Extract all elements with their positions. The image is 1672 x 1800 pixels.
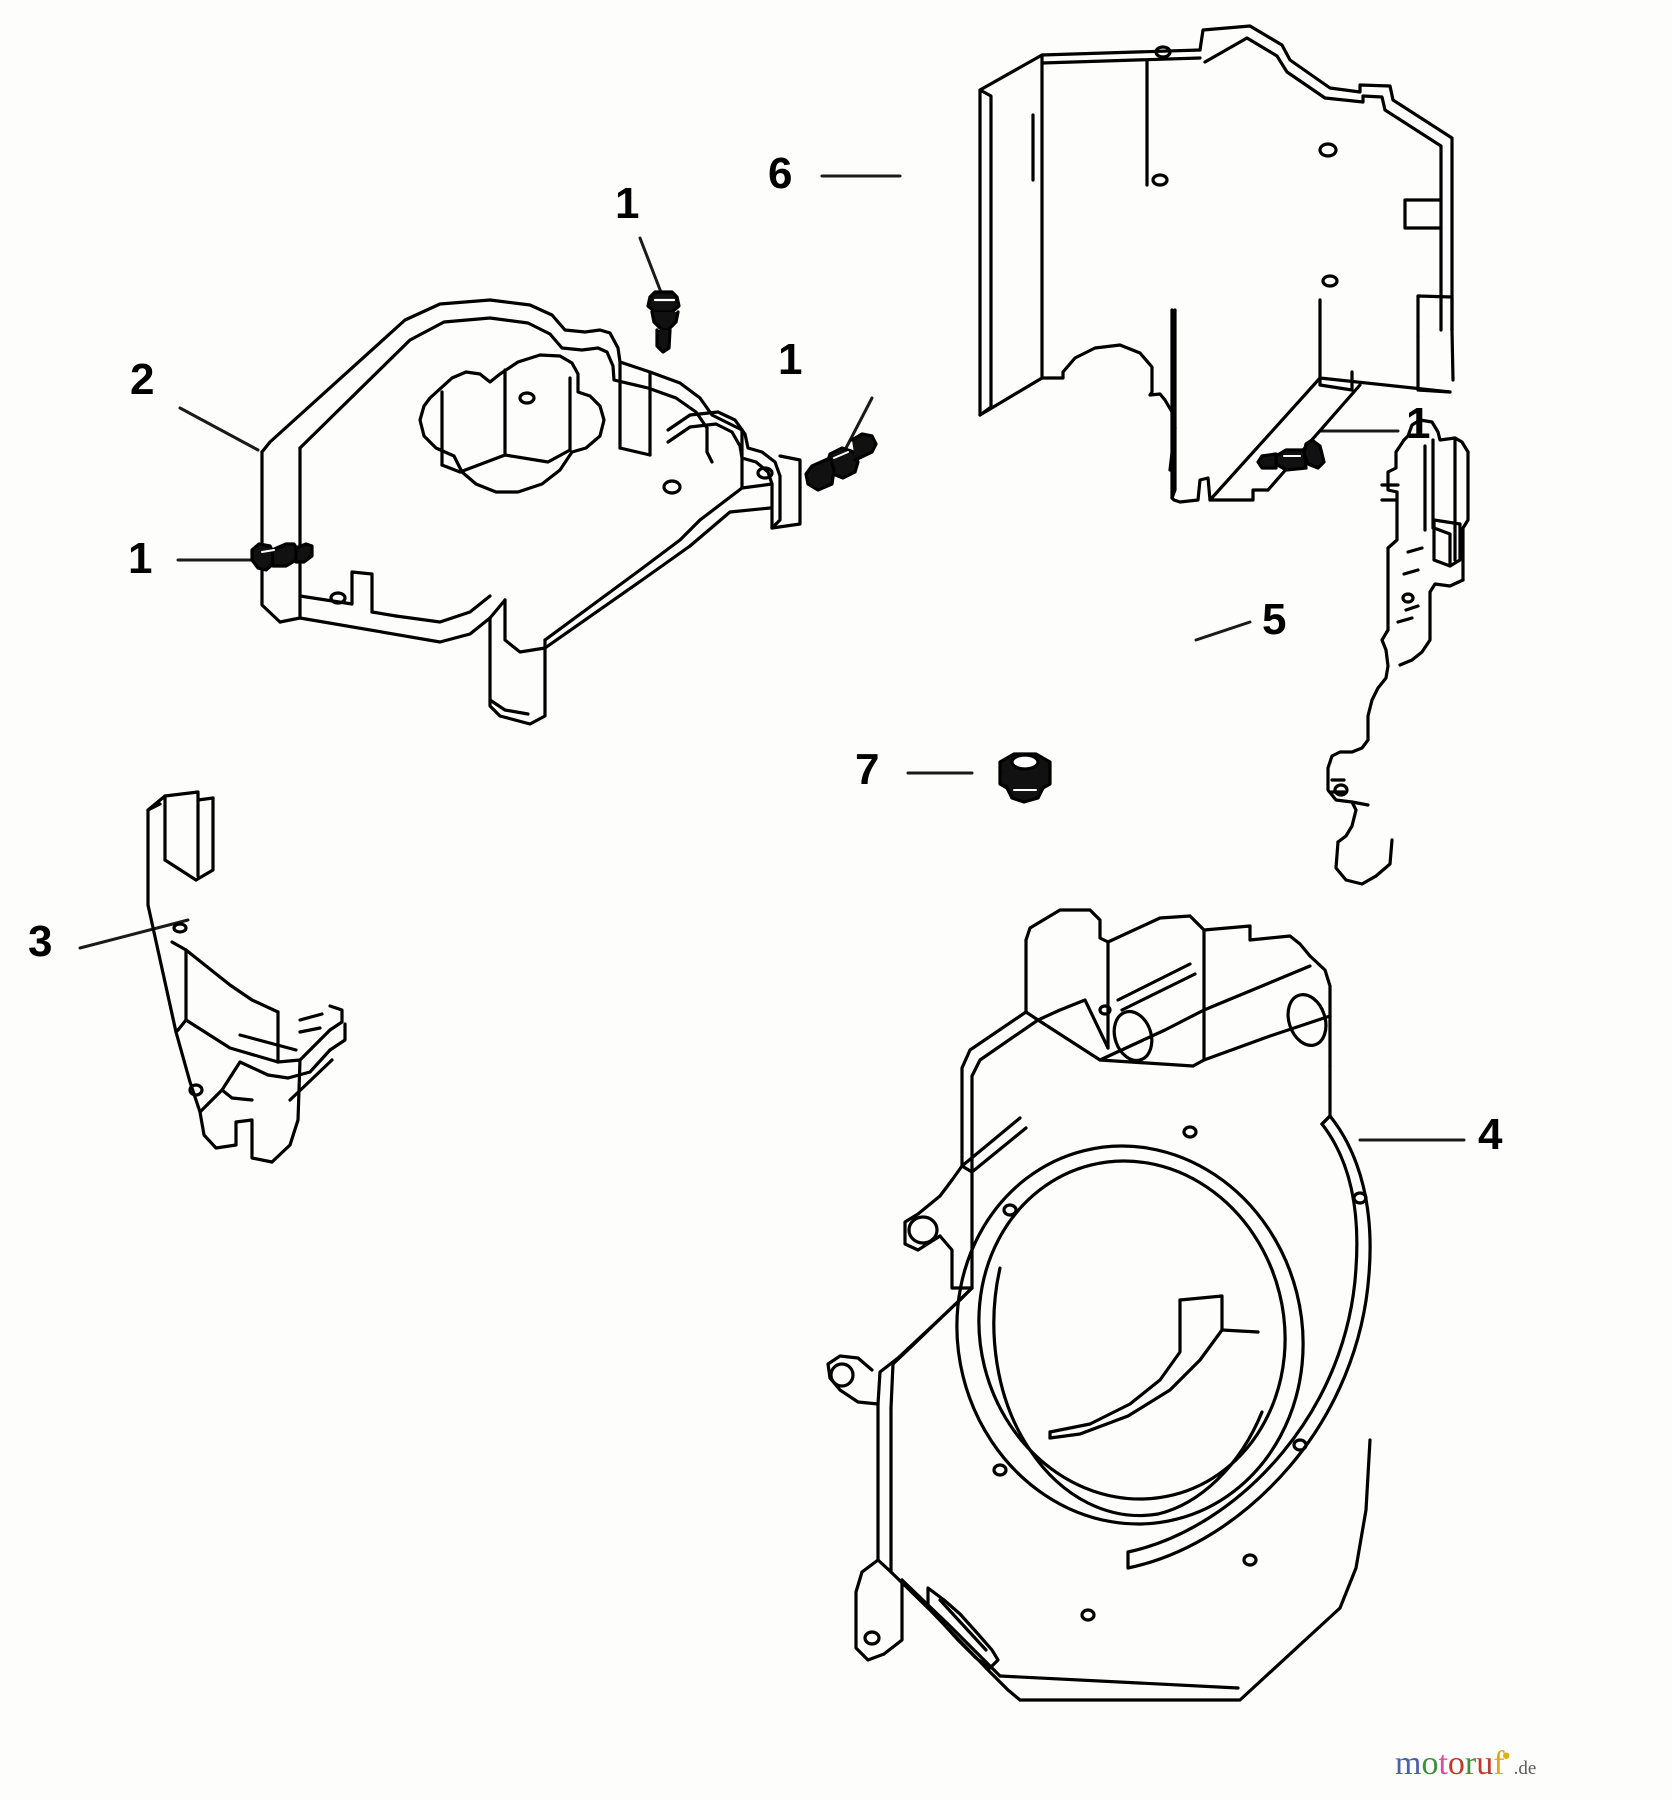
leader-lines bbox=[78, 174, 1466, 1142]
leader-5 bbox=[1194, 620, 1252, 642]
part-1-bolt-right bbox=[1256, 438, 1326, 472]
wm-letter-u: u bbox=[1476, 1745, 1494, 1782]
callout-5: 5 bbox=[1262, 595, 1287, 644]
callout-1-mid: 1 bbox=[778, 335, 803, 384]
part-1-bolt-top bbox=[646, 290, 681, 354]
wm-suffix: .de bbox=[1513, 1758, 1537, 1779]
leader-1-mid bbox=[843, 396, 874, 452]
callout-1-left: 1 bbox=[128, 534, 153, 583]
part-6-rear-baffle bbox=[978, 24, 1455, 504]
watermark-logo: motoruf●.de bbox=[1395, 1745, 1536, 1783]
callout-3: 3 bbox=[28, 917, 53, 966]
callout-7: 7 bbox=[855, 745, 880, 794]
callout-1-right: 1 bbox=[1406, 399, 1431, 448]
part-3-baffle-left bbox=[146, 790, 347, 1164]
callout-4: 4 bbox=[1478, 1110, 1503, 1159]
wm-letter-o1: o bbox=[1421, 1745, 1439, 1782]
wm-letter-o2: o bbox=[1447, 1745, 1465, 1782]
wm-letter-r: r bbox=[1464, 1745, 1477, 1782]
callout-6: 6 bbox=[768, 149, 793, 198]
part-4-blower-housing bbox=[826, 908, 1372, 1702]
leader-1-top bbox=[638, 236, 666, 302]
leader-3 bbox=[78, 918, 190, 950]
part-7-nut bbox=[998, 752, 1052, 804]
part-5-baffle-right bbox=[1326, 418, 1470, 886]
wm-letter-m: m bbox=[1395, 1745, 1422, 1782]
callout-1-top: 1 bbox=[615, 179, 640, 228]
part-1-bolt-mid bbox=[804, 432, 878, 492]
wm-letter-f: f bbox=[1493, 1745, 1505, 1782]
part-2-cover bbox=[260, 298, 802, 726]
wm-dot-icon: ● bbox=[1501, 1748, 1511, 1764]
leader-2 bbox=[178, 406, 260, 452]
wm-letter-t: t bbox=[1438, 1745, 1448, 1782]
part-1-bolt-left bbox=[250, 542, 314, 572]
callout-2: 2 bbox=[130, 355, 155, 404]
